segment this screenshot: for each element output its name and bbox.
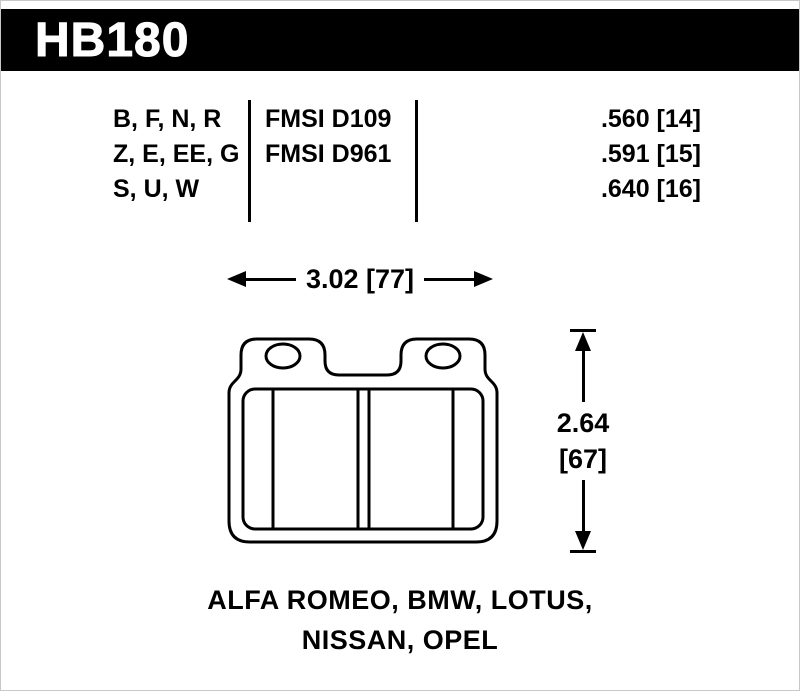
mounting-hole-right bbox=[424, 342, 462, 370]
thickness-row: .591 [15] bbox=[600, 140, 701, 168]
dimension-line bbox=[581, 480, 585, 531]
table-divider bbox=[248, 100, 251, 222]
dimension-line bbox=[581, 351, 585, 402]
part-number-banner: HB180 bbox=[1, 9, 799, 71]
width-dimension: 3.02 [77] bbox=[227, 263, 494, 295]
friction-surface-outline bbox=[241, 387, 485, 531]
fmsi-column: FMSI D109 FMSI D961 bbox=[265, 102, 411, 172]
mounting-hole-left bbox=[264, 342, 302, 370]
dimension-line bbox=[424, 277, 475, 281]
arrow-up-icon bbox=[575, 332, 591, 351]
fmsi-row: FMSI D109 bbox=[265, 105, 392, 133]
compound-column: B, F, N, R Z, E, EE, G S, U, W bbox=[113, 102, 245, 207]
brake-pad-outline bbox=[227, 337, 499, 544]
arrow-down-icon bbox=[575, 531, 591, 550]
thickness-row: .640 [16] bbox=[600, 175, 701, 203]
extension-tick bbox=[570, 329, 596, 332]
applications-line-1: ALFA ROMEO, BMW, LOTUS, bbox=[207, 585, 593, 615]
compound-row: Z, E, EE, G bbox=[113, 140, 240, 168]
height-inches: 2.64 bbox=[556, 407, 610, 438]
dimension-line bbox=[246, 277, 296, 281]
arrow-left-icon bbox=[227, 271, 246, 287]
width-dimension-label: 3.02 [77] bbox=[305, 263, 415, 294]
applications-line-2: NISSAN, OPEL bbox=[301, 625, 499, 655]
compound-row: B, F, N, R bbox=[113, 105, 222, 133]
brake-pad-diagram bbox=[227, 337, 499, 544]
height-dimension: 2.64 [67] bbox=[547, 329, 619, 553]
compound-row: S, U, W bbox=[113, 175, 200, 203]
part-number: HB180 bbox=[34, 13, 190, 67]
thickness-row: .560 [14] bbox=[600, 105, 701, 133]
fmsi-row: FMSI D961 bbox=[265, 140, 392, 168]
extension-tick bbox=[570, 550, 596, 553]
table-divider bbox=[415, 100, 418, 222]
height-dimension-label: 2.64 [67] bbox=[557, 402, 610, 481]
height-millimeters: [67] bbox=[558, 444, 607, 474]
thickness-column: .560 [14] .591 [15] .640 [16] bbox=[501, 102, 701, 207]
arrow-right-icon bbox=[474, 271, 494, 287]
